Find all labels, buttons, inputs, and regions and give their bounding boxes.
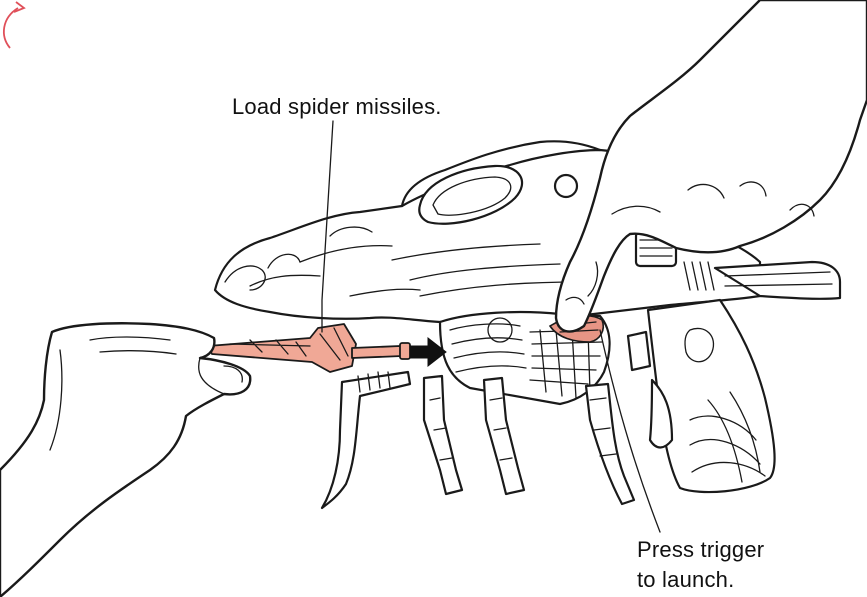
spider-missile bbox=[208, 324, 410, 372]
press-instruction-label-line2: to launch. bbox=[637, 566, 734, 594]
left-hand bbox=[0, 323, 250, 597]
pistol-grip bbox=[628, 300, 775, 492]
corner-mark bbox=[4, 8, 18, 48]
corner-mark-tip bbox=[14, 2, 24, 12]
load-instruction-label: Load spider missiles. bbox=[232, 93, 442, 121]
spider-legs bbox=[322, 372, 634, 508]
press-instruction-label-line1: Press trigger bbox=[637, 536, 764, 564]
